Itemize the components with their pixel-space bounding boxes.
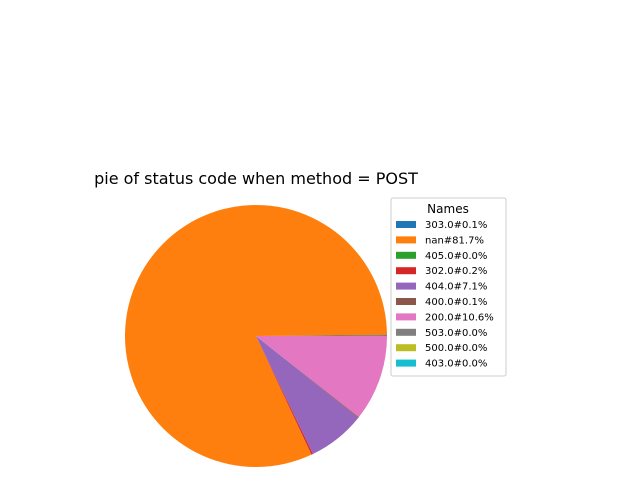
legend-swatch-3 [396,267,416,275]
pie-slice-1 [124,205,387,467]
chart-title: pie of status code when method = POST [94,169,418,188]
pie-slices [124,205,388,467]
legend-title: Names [427,202,469,216]
legend-swatch-7 [396,328,416,336]
legend-swatch-0 [396,221,416,228]
legend-label-1: nan#81.7% [425,235,484,246]
legend-items: 303.0#0.1% nan#81.7% 405.0#0.0% 302.0#0.2% 4… [396,220,494,370]
legend-swatch-9 [396,359,416,367]
legend-swatch-8 [396,344,416,352]
pie-slice-5 [256,336,359,418]
pie-slice-6 [256,336,388,418]
legend: Names 303.0#0.1% nan#81.7% 405.0#0.0% 302.0… [390,197,507,377]
legend-label-0: 303.0#0.1% [425,220,487,231]
legend-label-2: 405.0#0.0% [425,251,487,262]
pie-slice-3 [256,336,313,455]
legend-swatch-1 [396,236,416,244]
legend-label-8: 500.0#0.0% [425,343,487,354]
pie-slice-0 [256,335,388,336]
pie-slice-4 [256,336,359,454]
legend-label-5: 400.0#0.1% [425,297,487,308]
legend-swatch-2 [396,251,416,259]
legend-swatch-4 [396,282,416,290]
legend-label-3: 302.0#0.2% [425,266,487,277]
legend-label-9: 403.0#0.0% [425,359,487,370]
legend-label-4: 404.0#7.1% [425,282,487,293]
legend-swatch-5 [396,298,416,305]
legend-frame [390,197,507,377]
legend-label-7: 503.0#0.0% [425,328,487,339]
legend-swatch-6 [396,313,416,321]
legend-label-6: 200.0#10.6% [425,312,494,323]
